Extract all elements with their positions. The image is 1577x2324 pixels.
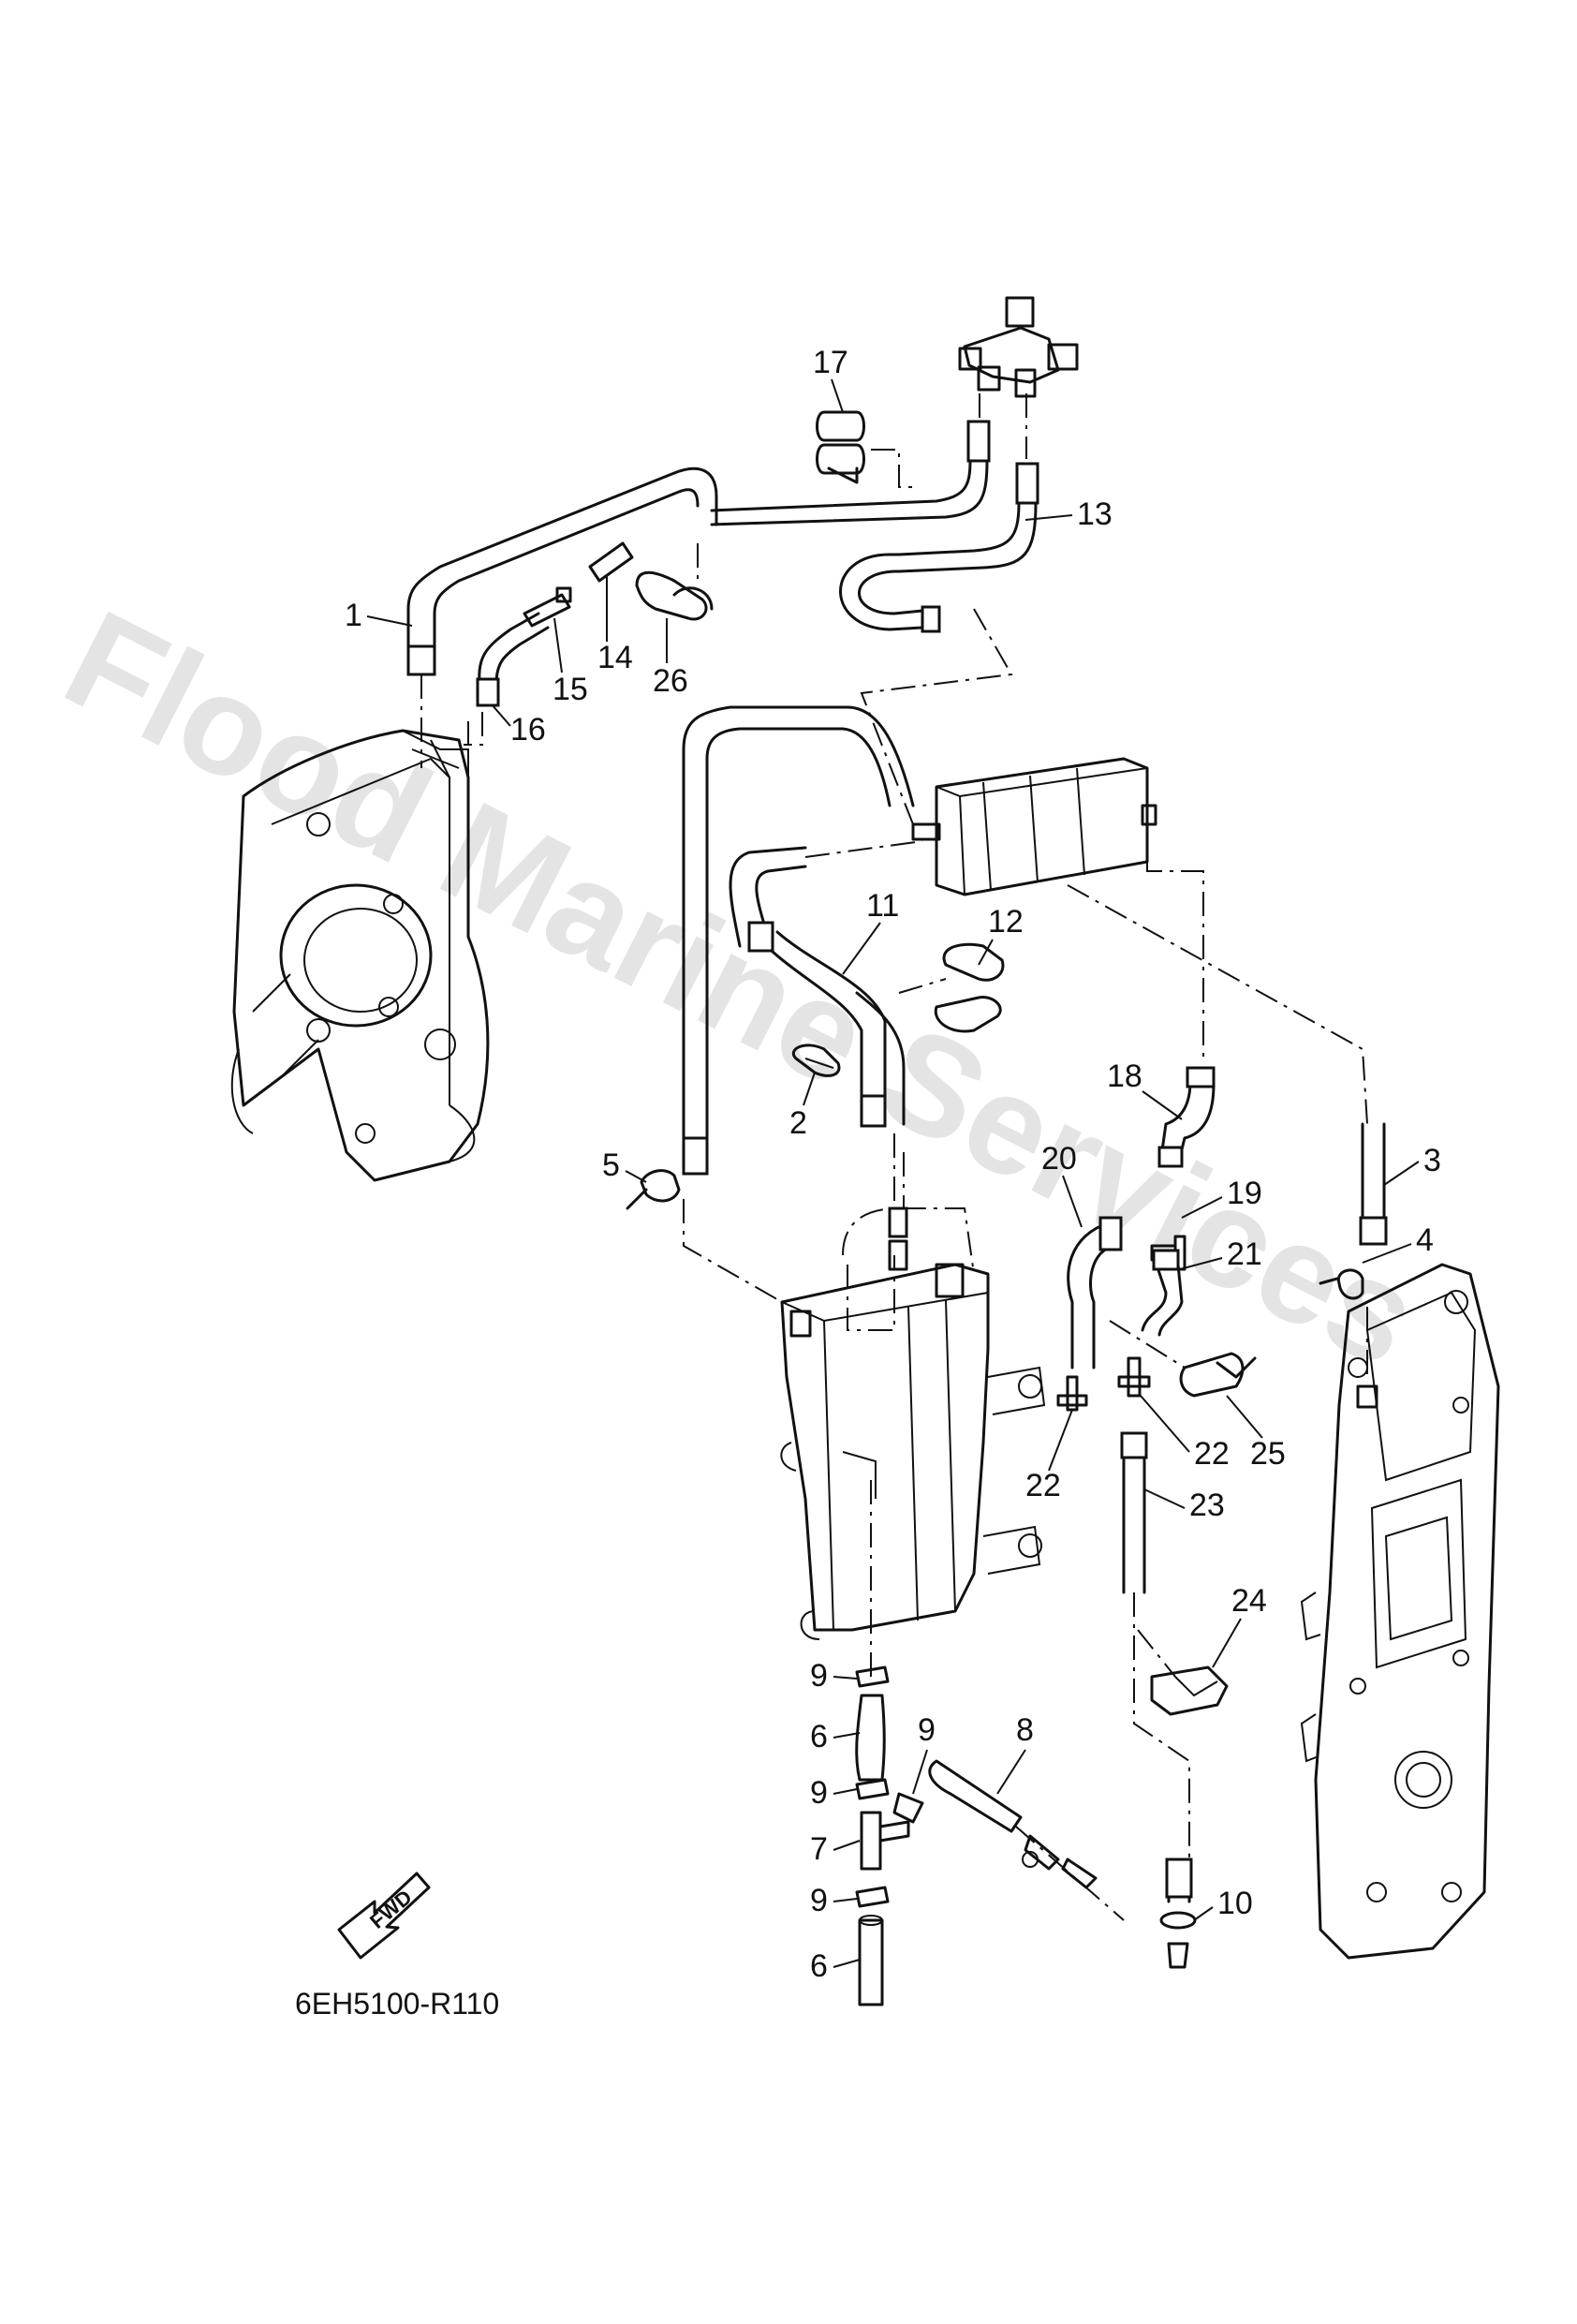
callout-9-left: 9 bbox=[810, 1775, 828, 1811]
clip-4 bbox=[1319, 1268, 1364, 1300]
hose-20 bbox=[1067, 1216, 1123, 1369]
fitting-15 bbox=[523, 586, 572, 628]
clamp-2 bbox=[792, 1044, 841, 1077]
watermark-text: Flood Marine Services bbox=[42, 580, 1442, 1398]
callout-22-right: 22 bbox=[1194, 1436, 1230, 1472]
callout-19: 19 bbox=[1227, 1176, 1262, 1211]
callout-9-bottom: 9 bbox=[810, 1883, 828, 1918]
callout-15: 15 bbox=[553, 672, 588, 707]
clamp-17 bbox=[816, 410, 865, 484]
callout-3: 3 bbox=[1423, 1143, 1441, 1178]
hose-16 bbox=[476, 612, 550, 707]
callout-17: 17 bbox=[813, 345, 848, 380]
fwd-arrow-icon: FWD bbox=[337, 1872, 431, 1960]
lower-hoses bbox=[855, 1665, 924, 2006]
callout-6-top: 6 bbox=[810, 1719, 828, 1754]
callout-7: 7 bbox=[810, 1831, 828, 1867]
clamp-24 bbox=[1150, 1665, 1229, 1716]
canister bbox=[911, 757, 1157, 896]
callout-22-left: 22 bbox=[1025, 1468, 1061, 1503]
callouts: 17 13 1 14 15 26 16 11 12 2 18 3 5 20 19… bbox=[345, 345, 1441, 1984]
clip-5 bbox=[626, 1169, 681, 1210]
diagram-code: 6EH5100-R110 bbox=[295, 1987, 499, 2021]
hose-1 bbox=[406, 466, 718, 676]
callout-4: 4 bbox=[1416, 1222, 1434, 1258]
breather-hose bbox=[682, 705, 915, 1176]
hose-8 bbox=[928, 1759, 1125, 1921]
callout-23: 23 bbox=[1189, 1488, 1225, 1523]
hose-11 bbox=[729, 846, 906, 1128]
callout-9-top: 9 bbox=[810, 1658, 828, 1694]
callout-13: 13 bbox=[1077, 496, 1113, 532]
callout-9-mid: 9 bbox=[918, 1712, 936, 1748]
hose-23 bbox=[1120, 1431, 1193, 1903]
callout-21: 21 bbox=[1227, 1236, 1262, 1272]
callout-14: 14 bbox=[597, 640, 633, 675]
callout-11: 11 bbox=[866, 888, 899, 924]
vapor-separator bbox=[780, 1207, 1046, 1640]
clip-10 bbox=[1159, 1911, 1197, 1969]
callout-5: 5 bbox=[602, 1147, 620, 1183]
callout-16: 16 bbox=[510, 712, 546, 748]
callout-25: 25 bbox=[1250, 1436, 1286, 1472]
hose-18 bbox=[1157, 1066, 1216, 1168]
callout-10: 10 bbox=[1217, 1886, 1253, 1921]
callout-12: 12 bbox=[988, 904, 1024, 940]
exhaust-cover bbox=[1300, 1263, 1500, 1960]
callout-6-bottom: 6 bbox=[810, 1948, 828, 1984]
callout-20: 20 bbox=[1041, 1141, 1077, 1177]
intake-manifold bbox=[230, 729, 490, 1182]
callout-8: 8 bbox=[1016, 1712, 1034, 1748]
hose-13 bbox=[710, 420, 1039, 633]
fitting-22 bbox=[1056, 1356, 1151, 1412]
callout-1: 1 bbox=[345, 598, 362, 633]
callout-18: 18 bbox=[1107, 1058, 1142, 1094]
hose-21 bbox=[1141, 1249, 1184, 1337]
clamp-26 bbox=[635, 570, 714, 621]
callout-24: 24 bbox=[1231, 1583, 1267, 1619]
hose-14 bbox=[588, 541, 634, 583]
hose-3 bbox=[1359, 1122, 1388, 1246]
callout-2: 2 bbox=[789, 1105, 807, 1141]
purge-valve bbox=[958, 296, 1079, 398]
clamp-25 bbox=[1179, 1352, 1257, 1398]
clamp-12 bbox=[934, 942, 1005, 1033]
callout-26: 26 bbox=[653, 663, 688, 699]
